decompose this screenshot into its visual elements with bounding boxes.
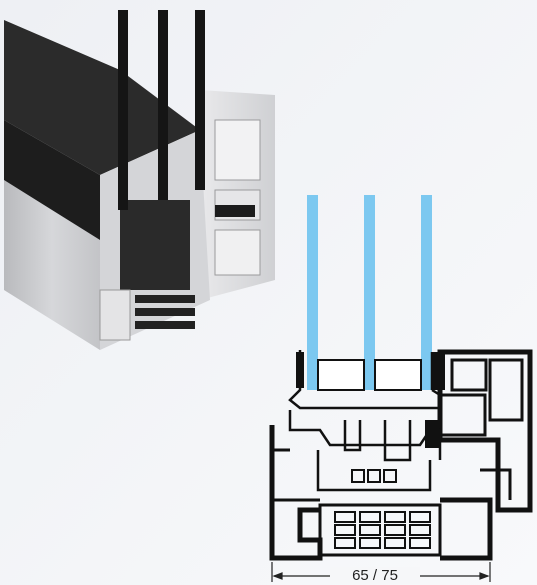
chamber-3 xyxy=(214,229,261,276)
glass-pane-3 xyxy=(421,195,432,390)
seal-strip-1 xyxy=(135,295,195,303)
tb-cell-1 xyxy=(334,511,356,523)
glass-pane-1 xyxy=(307,195,318,390)
tb-cell-6 xyxy=(359,524,381,536)
glass-edge-1 xyxy=(118,10,128,210)
frame-chamber-lower xyxy=(99,289,131,341)
thermal-zone-outline xyxy=(316,450,432,492)
thermal-cell-3 xyxy=(383,469,397,483)
seal-gasket-right xyxy=(425,420,439,448)
seal-strip-3 xyxy=(135,321,195,329)
thermal-break-housing xyxy=(318,503,442,557)
thermal-cell-1 xyxy=(351,469,365,483)
dimension-arrow-right xyxy=(479,572,490,580)
glass-pane-2 xyxy=(364,195,375,390)
glazing-bead-seal xyxy=(433,352,445,390)
frame-left-ribs xyxy=(272,448,320,502)
tb-cell-11 xyxy=(384,537,406,549)
sash-inner-chamber-1 xyxy=(343,420,362,452)
profile-seal-details xyxy=(296,352,445,448)
tb-cell-4 xyxy=(409,511,431,523)
frame-chamber-c xyxy=(438,393,487,437)
tb-cell-9 xyxy=(334,537,356,549)
spacer-1 xyxy=(317,359,365,391)
glass-edge-2 xyxy=(158,10,168,200)
tb-cell-12 xyxy=(409,537,431,549)
tb-cell-3 xyxy=(384,511,406,523)
tb-cell-10 xyxy=(359,537,381,549)
frame-chamber-a xyxy=(450,358,488,392)
sash-inner-chamber-2 xyxy=(383,420,412,462)
profile-3d-render xyxy=(4,10,275,350)
thermal-break xyxy=(120,200,190,290)
frame-right-lower xyxy=(440,497,493,561)
seal-strip-2 xyxy=(135,308,195,316)
glazing-seal-left xyxy=(296,352,304,388)
frame-outer-face xyxy=(4,180,100,350)
sash-front-dark xyxy=(4,120,100,240)
chamber-1 xyxy=(214,119,261,181)
spacer-2 xyxy=(374,359,422,391)
tb-cell-5 xyxy=(334,524,356,536)
thermal-cell-2 xyxy=(367,469,381,483)
dimension-label: 65 / 75 xyxy=(330,567,420,584)
sash-top-dark xyxy=(4,20,200,175)
frame-chamber-b xyxy=(488,358,524,422)
tb-cell-8 xyxy=(409,524,431,536)
dimension-arrow-left xyxy=(272,572,283,580)
glass-panes xyxy=(307,195,432,391)
frame-right-hook xyxy=(480,468,512,500)
tb-cell-7 xyxy=(384,524,406,536)
tb-cell-2 xyxy=(359,511,381,523)
profile-2d-section xyxy=(269,349,533,561)
gasket xyxy=(215,205,255,217)
glass-edge-3 xyxy=(195,10,205,190)
